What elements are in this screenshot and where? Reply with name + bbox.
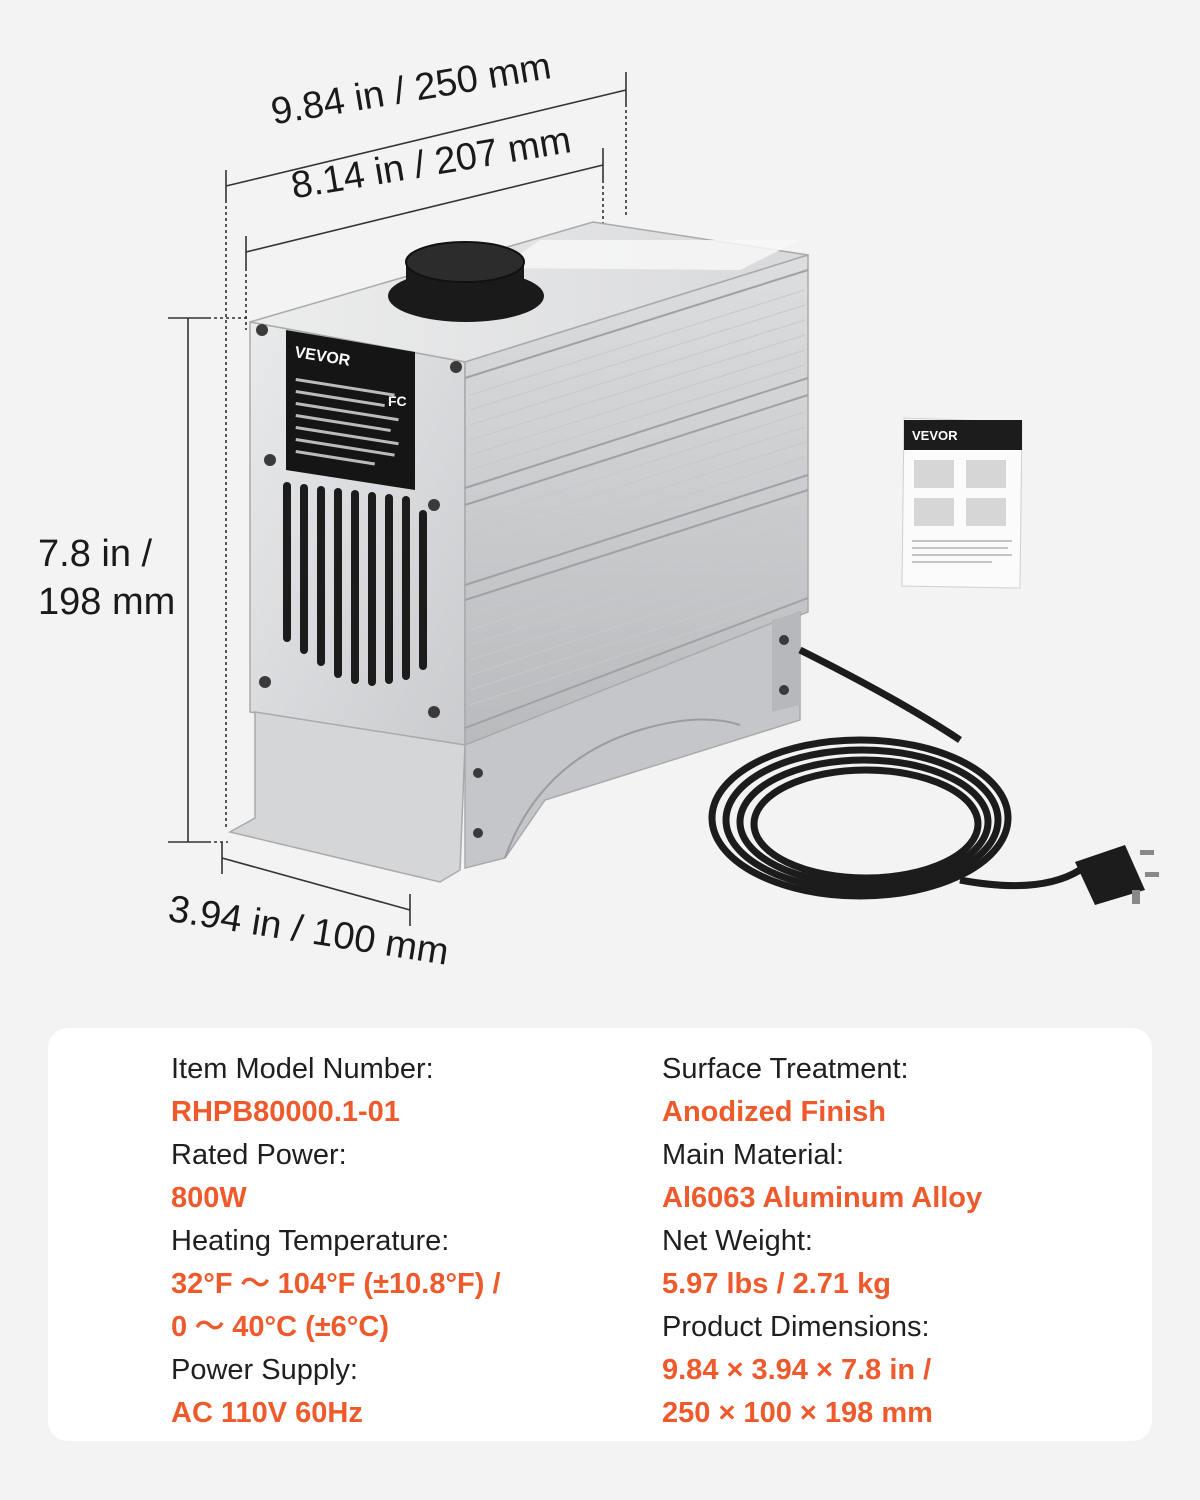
spec-label-model: Item Model Number:	[171, 1053, 434, 1085]
manual-booklet: VEVOR	[901, 417, 1023, 589]
spec-value-surface: Anodized Finish	[662, 1096, 886, 1128]
spec-label-weight: Net Weight:	[662, 1225, 813, 1257]
spec-label-supply: Power Supply:	[171, 1354, 358, 1386]
spec-column-left: Item Model Number: RHPB80000.1-01 Rated …	[171, 1048, 501, 1435]
spec-value-temperature-c: 0 ～ 40°C (±6°C)	[171, 1311, 389, 1343]
spec-value-dimensions-mm: 250 × 100 × 198 mm	[662, 1397, 933, 1429]
spec-value-dimensions-in: 9.84 × 3.94 × 7.8 in /	[662, 1354, 932, 1386]
manual-brand: VEVOR	[912, 428, 958, 443]
spec-value-material: Al6063 Aluminum Alloy	[662, 1182, 983, 1214]
heater-drawing: VEVOR FC	[168, 72, 1159, 926]
spec-label-dimensions: Product Dimensions:	[662, 1311, 930, 1343]
label-text-lines	[295, 377, 399, 466]
power-plug	[1075, 845, 1159, 905]
spec-column-right: Surface Treatment: Anodized Finish Main …	[662, 1048, 982, 1435]
spec-value-supply: AC 110V 60Hz	[171, 1397, 363, 1429]
spec-value-temperature-f: 32°F ～ 104°F (±10.8°F) /	[171, 1268, 501, 1300]
heater-body: VEVOR FC	[227, 221, 809, 883]
product-illustration: VEVOR FC	[38, 45, 1159, 974]
spec-label-material: Main Material:	[662, 1139, 845, 1171]
spec-label-surface: Surface Treatment:	[662, 1053, 909, 1085]
label-cert: FC	[388, 393, 407, 409]
spec-value-power: 800W	[171, 1182, 247, 1214]
spec-value-model: RHPB80000.1-01	[171, 1096, 400, 1128]
spec-label-temperature: Heating Temperature:	[171, 1225, 450, 1257]
vent-grille	[283, 482, 427, 686]
spec-value-weight: 5.97 lbs / 2.71 kg	[662, 1268, 891, 1300]
power-cord	[708, 646, 1082, 900]
spec-card: Item Model Number: RHPB80000.1-01 Rated …	[48, 1028, 1152, 1441]
spec-label-power: Rated Power:	[171, 1139, 347, 1171]
dimension-height: 7.8 in / 198 mm	[38, 533, 176, 623]
dimension-lines	[168, 72, 627, 926]
